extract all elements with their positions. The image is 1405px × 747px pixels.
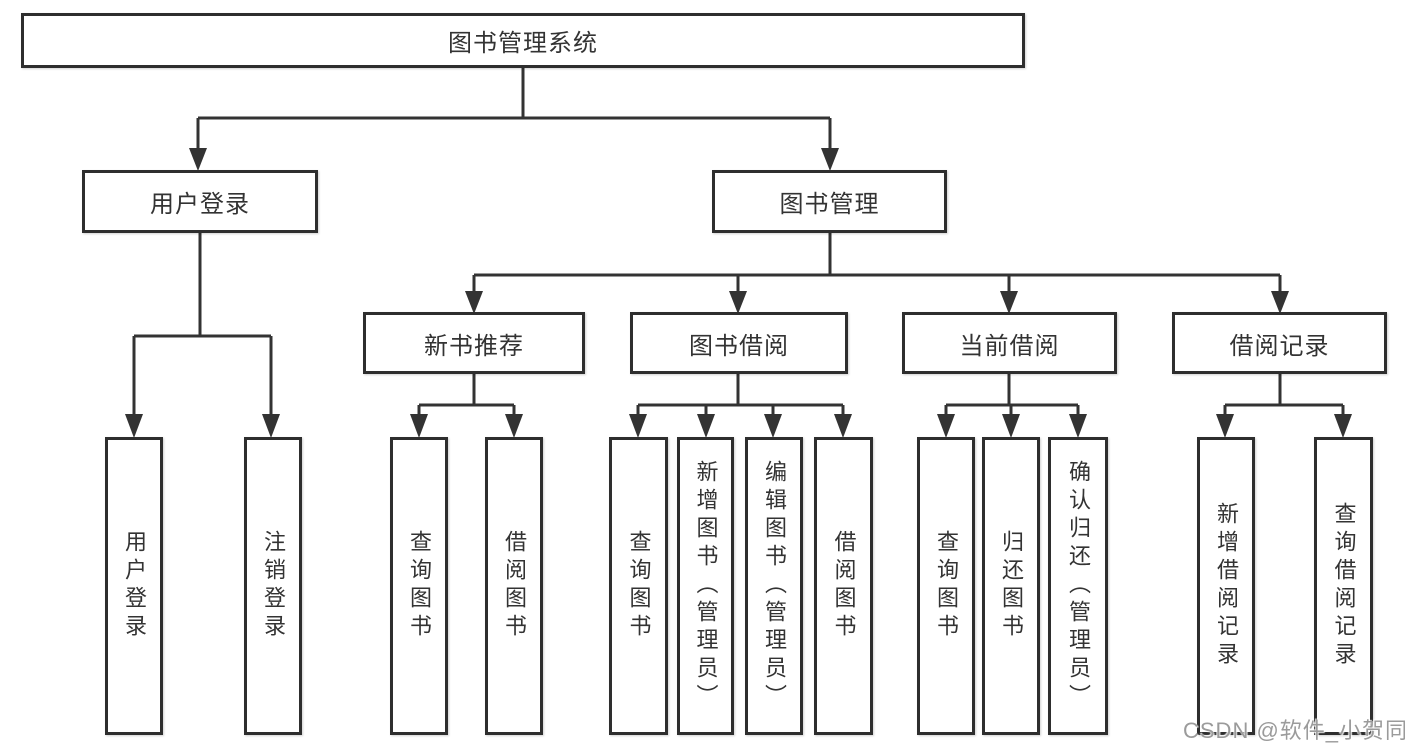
arrowheads-current-borrow [937, 414, 1087, 438]
node-bb-add-book-admin-label: 新增图书（管理员） [693, 460, 719, 712]
node-borrow-records: 借阅记录 [1172, 312, 1387, 374]
arrowheads-root [189, 148, 839, 171]
node-book-borrow: 图书借阅 [630, 312, 848, 374]
watermark: CSDN @软件_小贺同学 [1183, 718, 1405, 743]
connector-current-borrow [944, 374, 1080, 416]
node-book-management: 图书管理 [712, 170, 947, 233]
connector-book-management [472, 233, 1282, 293]
node-bb-borrow-book-label: 借阅图书 [831, 530, 857, 642]
node-bb-add-book-admin: 新增图书（管理员） [677, 437, 734, 735]
arrowheads-user-login [125, 414, 280, 438]
node-user-login: 用户登录 [105, 437, 163, 735]
node-logout-label: 注销登录 [261, 530, 286, 642]
node-cb-query-book: 查询图书 [917, 437, 975, 735]
node-logout: 注销登录 [244, 437, 302, 735]
connector-new-book-recommend [417, 374, 516, 416]
node-cb-query-book-label: 查询图书 [934, 530, 959, 642]
node-br-query-record: 查询借阅记录 [1314, 437, 1373, 735]
node-rec-query-book-label: 查询图书 [407, 530, 432, 642]
node-rec-query-book: 查询图书 [390, 437, 448, 735]
node-user-login-group: 用户登录 [82, 170, 318, 233]
node-cb-confirm-return-admin: 确认归还（管理员） [1048, 437, 1108, 735]
node-br-add-record: 新增借阅记录 [1197, 437, 1255, 735]
node-cb-confirm-return-admin-label: 确认归还（管理员） [1066, 460, 1091, 712]
arrowheads-borrow-records [1216, 414, 1352, 438]
node-bb-borrow-book: 借阅图书 [814, 437, 873, 735]
node-cb-return-book-label: 归还图书 [999, 530, 1024, 642]
node-current-borrow: 当前借阅 [902, 312, 1117, 374]
node-bb-query-book-label: 查询图书 [626, 530, 652, 642]
connector-user-login [132, 233, 273, 416]
arrowheads-book-management [465, 291, 1289, 314]
node-new-book-recommend: 新书推荐 [363, 312, 585, 374]
node-br-query-record-label: 查询借阅记录 [1331, 502, 1357, 670]
node-bb-edit-book-admin: 编辑图书（管理员） [745, 437, 803, 735]
node-br-add-record-label: 新增借阅记录 [1214, 502, 1239, 670]
node-cb-return-book: 归还图书 [982, 437, 1040, 735]
node-user-login-label: 用户登录 [122, 530, 147, 642]
node-bb-query-book: 查询图书 [609, 437, 668, 735]
node-bb-edit-book-admin-label: 编辑图书（管理员） [762, 460, 787, 712]
arrowheads-new-book-recommend [410, 414, 523, 438]
node-root: 图书管理系统 [21, 13, 1025, 68]
arrowheads-book-borrow [629, 414, 852, 438]
connector-borrow-records [1223, 374, 1345, 416]
node-rec-borrow-book: 借阅图书 [485, 437, 543, 735]
connector-book-borrow [636, 374, 845, 416]
connector-root [196, 68, 832, 150]
node-rec-borrow-book-label: 借阅图书 [502, 530, 527, 642]
